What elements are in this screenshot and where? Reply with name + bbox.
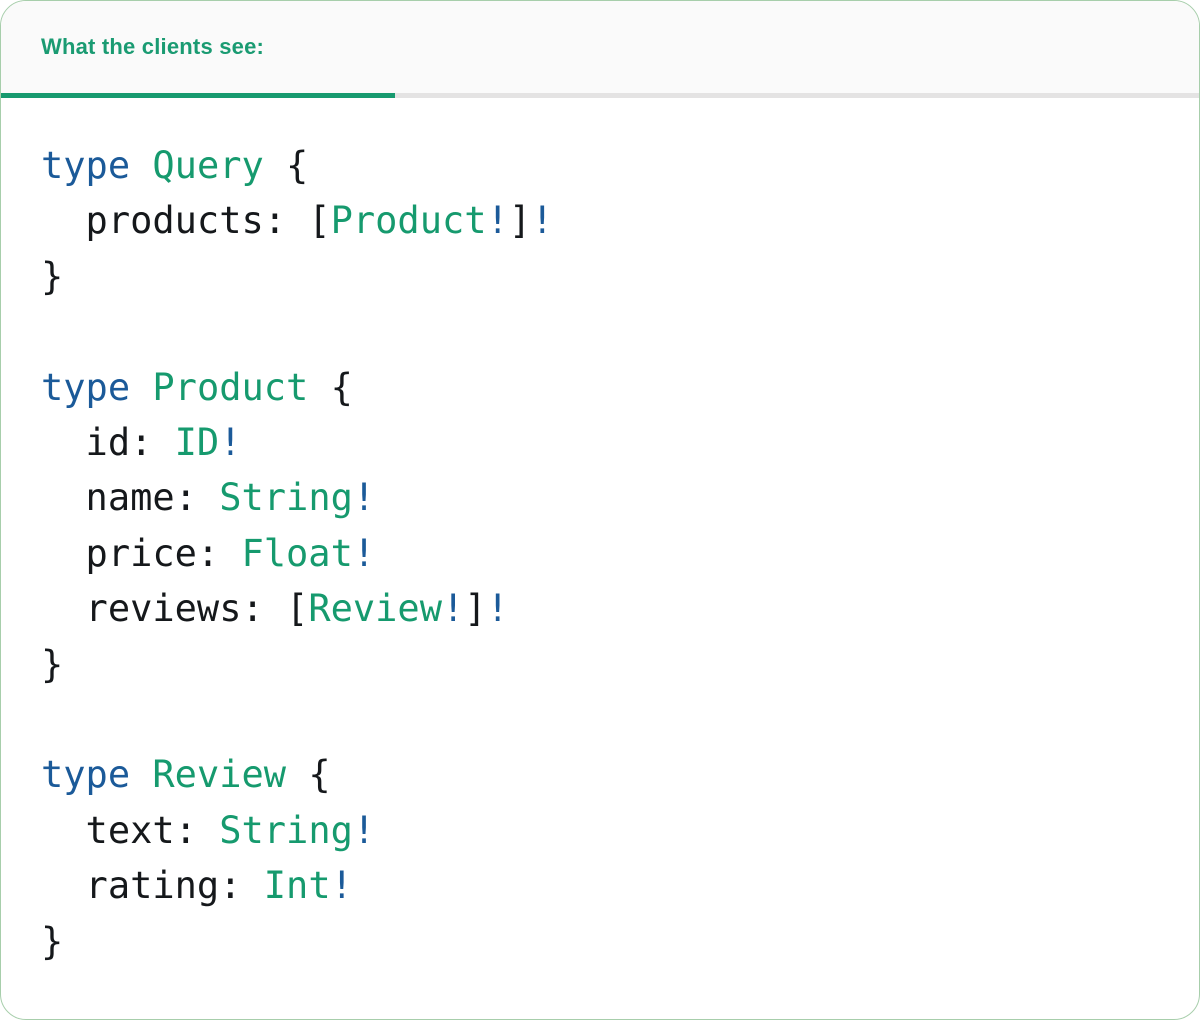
- code-token: !: [486, 587, 509, 631]
- code-token: !: [352, 808, 376, 852]
- code-token: !: [352, 531, 376, 575]
- code-line: reviews: [Review!]!: [41, 581, 1159, 636]
- code-line: }: [41, 914, 1159, 969]
- code-line: text: String!: [41, 803, 1159, 858]
- code-line: id: ID!: [41, 415, 1159, 470]
- tab-title: What the clients see:: [41, 34, 265, 59]
- code-token: ID: [174, 421, 220, 465]
- active-tab-underline: [1, 93, 395, 98]
- code-token: !: [531, 199, 554, 243]
- code-line: }: [41, 249, 1159, 304]
- code-token: String: [219, 476, 353, 520]
- code-token: !: [219, 421, 242, 465]
- code-line: }: [41, 637, 1159, 692]
- code-line: [41, 304, 1159, 359]
- code-token: Float: [241, 531, 353, 575]
- code-token: }: [41, 642, 64, 686]
- code-token: !: [441, 587, 465, 631]
- code-token: [41, 698, 63, 741]
- code-token: products: [: [41, 199, 331, 243]
- code-token: !: [486, 199, 509, 243]
- code-token: rating:: [41, 864, 264, 908]
- code-token: Review: [152, 753, 287, 797]
- code-token: text:: [41, 808, 220, 852]
- code-token: {: [263, 144, 309, 187]
- code-block: type Query { products: [Product!]!} type…: [41, 138, 1159, 969]
- code-token: [130, 144, 152, 187]
- code-token: {: [308, 365, 353, 409]
- code-token: price:: [41, 531, 242, 575]
- code-line: rating: Int!: [41, 858, 1159, 913]
- code-token: Product: [152, 365, 309, 409]
- code-token: Int: [263, 864, 331, 908]
- code-token: Query: [152, 144, 264, 187]
- code-token: ]: [464, 587, 487, 631]
- code-line: price: Float!: [41, 526, 1159, 581]
- code-token: }: [41, 254, 64, 298]
- code-token: name:: [41, 476, 220, 520]
- code-token: !: [330, 864, 353, 908]
- code-line: type Query {: [41, 138, 1159, 193]
- code-token: [41, 310, 63, 353]
- code-token: [130, 366, 152, 409]
- code-token: String: [219, 808, 353, 852]
- code-token: {: [286, 753, 331, 797]
- code-line: type Review {: [41, 747, 1159, 802]
- code-token: Review: [308, 587, 442, 631]
- code-token: type: [41, 365, 131, 409]
- code-token: Product: [330, 199, 487, 243]
- code-line: [41, 692, 1159, 747]
- code-line: name: String!: [41, 470, 1159, 525]
- code-token: reviews: [: [41, 587, 309, 631]
- code-token: !: [352, 476, 376, 520]
- code-token: }: [41, 919, 64, 963]
- code-token: type: [41, 753, 131, 797]
- code-area: type Query { products: [Product!]!} type…: [1, 98, 1199, 969]
- code-token: [130, 753, 152, 796]
- tab-header: What the clients see:: [1, 1, 1199, 98]
- code-token: ]: [508, 199, 532, 243]
- code-token: type: [41, 144, 131, 187]
- code-token: id:: [41, 421, 175, 465]
- tab-what-clients-see[interactable]: What the clients see:: [41, 1, 264, 93]
- code-line: type Product {: [41, 360, 1159, 415]
- code-line: products: [Product!]!: [41, 193, 1159, 248]
